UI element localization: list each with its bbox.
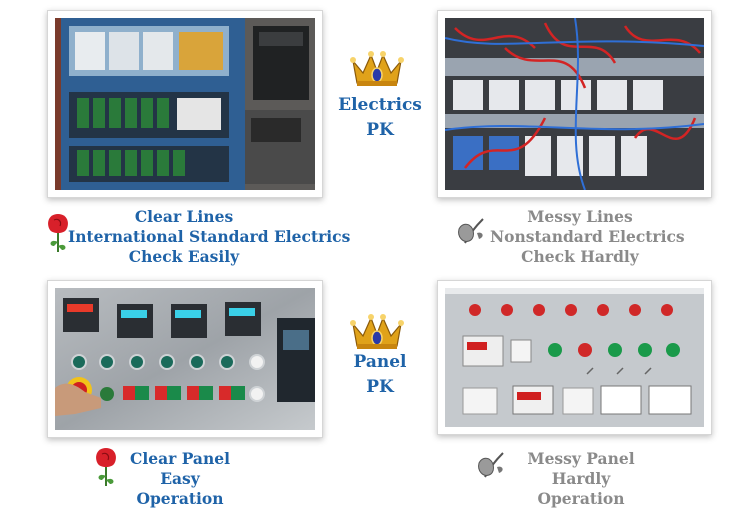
caption-line: Clear Panel bbox=[130, 449, 230, 468]
clean-control-panel-photo bbox=[55, 288, 315, 430]
tidy-control-cabinet-photo bbox=[55, 18, 315, 190]
caption-line: Nonstandard Electrics bbox=[490, 227, 685, 246]
wilted-rose-icon bbox=[455, 213, 491, 253]
bad-panel-photo-frame bbox=[437, 280, 712, 435]
good-electrics-photo-frame bbox=[47, 10, 323, 198]
bad-electrics-photo-frame bbox=[437, 10, 712, 198]
caption-line: Easy Operation bbox=[136, 469, 224, 508]
good-panel-caption: Clear Panel Easy Operation bbox=[118, 449, 242, 509]
bad-panel-caption: Messy Panel Hardly Operation bbox=[506, 449, 656, 509]
panel-title-line: Panel bbox=[353, 352, 407, 372]
gold-crown-icon bbox=[349, 47, 405, 93]
electrics-pk-title: Electrics PK bbox=[330, 93, 430, 143]
good-panel-photo-frame bbox=[47, 280, 323, 438]
pk-label: PK bbox=[366, 377, 394, 397]
wilted-rose-icon bbox=[475, 447, 511, 487]
caption-line: Clear Lines bbox=[134, 207, 234, 226]
caption-line: Messy Lines bbox=[527, 207, 633, 226]
electrics-title-line: Electrics bbox=[338, 95, 422, 115]
good-electrics-caption: Clear Lines International Standard Elect… bbox=[68, 207, 350, 267]
red-rose-icon bbox=[92, 446, 120, 492]
panel-pk-title: Panel PK bbox=[330, 350, 430, 400]
cluttered-control-panel-photo bbox=[445, 288, 704, 427]
pk-label: PK bbox=[366, 120, 394, 140]
gold-crown-icon bbox=[349, 310, 405, 356]
caption-line: Messy Panel bbox=[527, 449, 635, 468]
bad-electrics-caption: Messy Lines Nonstandard Electrics Check … bbox=[490, 207, 685, 267]
messy-wiring-cabinet-photo bbox=[445, 18, 704, 190]
caption-line: Check Easily bbox=[128, 247, 240, 266]
caption-line: International Standard Electrics bbox=[68, 227, 351, 246]
caption-line: Check Hardly bbox=[521, 247, 639, 266]
red-rose-icon bbox=[44, 212, 72, 258]
caption-line: Hardly Operation bbox=[537, 469, 625, 508]
